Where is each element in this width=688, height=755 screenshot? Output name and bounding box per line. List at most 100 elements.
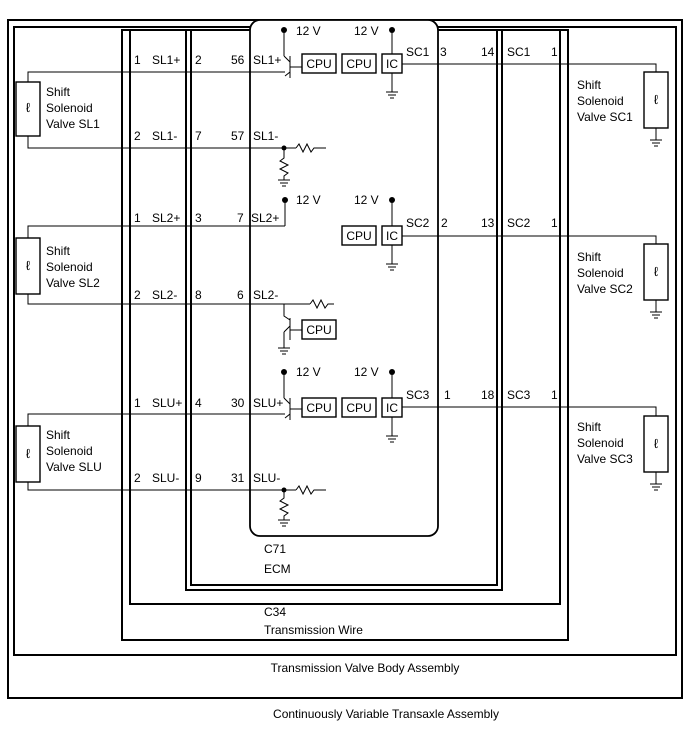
junction-node [281, 145, 287, 151]
sc3-conn: 1 [444, 388, 451, 402]
supply-voltage-label: 12 V [296, 365, 321, 379]
slu-pos-ecm-pin: 30 [231, 396, 245, 410]
pulldown-resistor [278, 148, 290, 187]
junction-node [281, 487, 287, 493]
series-resistor [295, 142, 326, 154]
sl1-pos-wire: SL1+ [152, 53, 180, 67]
sl2-neg-pin: 2 [134, 288, 141, 302]
ecm-sl1-driver: 12 V CPU CPU [278, 24, 377, 187]
wire-sl2-pos [27, 225, 285, 238]
cpu-chip-label: CPU [346, 401, 371, 415]
supply-node [389, 197, 395, 203]
ic-chip-label: IC [386, 401, 398, 415]
solenoid-sl1-name-line3: Valve SL1 [46, 117, 100, 131]
sc2-conn: 2 [441, 216, 448, 230]
sl2-pos-ecm-name: SL2+ [251, 211, 279, 225]
sc2-ecm-pin: 13 [481, 216, 495, 230]
supply-node [281, 369, 287, 375]
solenoid-slu-name-line3: Valve SLU [46, 460, 102, 474]
coil-icon: ℓ [26, 446, 31, 461]
solenoid-sl1-name-line1: Shift [46, 85, 71, 99]
slu-pos-wire: SLU+ [152, 396, 182, 410]
coil-icon: ℓ [654, 264, 659, 279]
solenoid-sl2-body [15, 237, 41, 295]
solenoid-slu-name-line1: Shift [46, 428, 71, 442]
sc1-conn: 3 [440, 45, 447, 59]
ground-icon [650, 472, 662, 491]
sc1-pin: 1 [551, 45, 558, 59]
solenoid-sl2-name-line1: Shift [46, 244, 71, 258]
wire-slu-pos [27, 413, 285, 426]
cpu-chip [341, 225, 377, 246]
transistor-icon [283, 304, 302, 340]
left-solenoid-slu: ℓ Shift Solenoid Valve SLU 1 SLU+ 4 30 S… [15, 396, 296, 491]
cpu-chip-label: CPU [306, 401, 331, 415]
sc3-pin: 1 [551, 388, 558, 402]
slu-pos-pin: 1 [134, 396, 141, 410]
supply-voltage-label: 12 V [296, 193, 321, 207]
coil-icon: ℓ [26, 258, 31, 273]
slu-neg-wire: SLU- [152, 471, 179, 485]
wire-sl2-neg [27, 294, 310, 305]
sl1-pos-ecm-name: SL1+ [253, 53, 281, 67]
cpu-chip-label: CPU [306, 57, 331, 71]
ground-icon [278, 332, 290, 355]
transaxle-assembly-label: Continuously Variable Transaxle Assembly [273, 707, 499, 721]
solenoid-sl2-name-line3: Valve SL2 [46, 276, 100, 290]
ecm-sc1-output: 12 V IC [354, 24, 403, 99]
transistor-icon [283, 397, 302, 420]
ground-icon [386, 245, 398, 271]
coil-icon: ℓ [26, 100, 31, 115]
transmission-wire-code: C34 [264, 605, 286, 619]
ecm-sl2-supply: 12 V [282, 193, 321, 226]
valve-body-assembly-label: Transmission Valve Body Assembly [271, 661, 460, 675]
transistor-icon [283, 55, 302, 78]
sl2-pos-ecm-pin: 7 [237, 211, 244, 225]
left-solenoid-sl2: ℓ Shift Solenoid Valve SL2 1 SL2+ 3 7 SL… [15, 211, 310, 305]
sl2-neg-ecm-name: SL2- [253, 288, 278, 302]
cpu-chip-label: CPU [346, 57, 371, 71]
supply-voltage-label: 12 V [354, 193, 379, 207]
cpu-chip-label: CPU [306, 323, 331, 337]
supply-voltage-label: 12 V [296, 24, 321, 38]
ic-chip-label: IC [386, 229, 398, 243]
solenoid-sl2-name-line2: Solenoid [46, 260, 93, 274]
supply-node [282, 197, 288, 203]
wire-sl1-neg [27, 136, 296, 149]
solenoid-sc3-name-line2: Solenoid [577, 436, 624, 450]
ground-icon [650, 300, 662, 319]
sl1-neg-conn: 7 [195, 129, 202, 143]
supply-node [389, 27, 395, 33]
slu-neg-ecm-name: SLU- [253, 471, 280, 485]
cpu-chip [301, 397, 337, 418]
connector-c34-frame [129, 29, 561, 605]
cpu-chip [341, 397, 377, 418]
pulldown-resistor [278, 490, 290, 527]
ground-icon [386, 417, 398, 443]
right-solenoid-sc3: SC3 1 18 SC3 1 ℓ Shift Solenoid Valve SC… [402, 388, 669, 491]
ecm-connector-code: C71 [264, 542, 286, 556]
sc2-ecm-name: SC2 [406, 216, 430, 230]
ecm-sc3-output: 12 V IC [354, 365, 403, 443]
sc3-ecm-pin: 18 [481, 388, 495, 402]
sl2-neg-wire: SL2- [152, 288, 177, 302]
sl1-pos-pin: 1 [134, 53, 141, 67]
solenoid-sc3-name-line1: Shift [577, 420, 602, 434]
slu-neg-conn: 9 [195, 471, 202, 485]
supply-voltage-label: 12 V [354, 24, 379, 38]
sc1-ecm-name: SC1 [406, 45, 430, 59]
solenoid-sc2-name-line3: Valve SC2 [577, 282, 633, 296]
ecm-slu-driver: 12 V CPU CPU [278, 365, 377, 527]
solenoid-sc3-name-line3: Valve SC3 [577, 452, 633, 466]
transmission-wire-label: Transmission Wire [264, 623, 363, 637]
series-resistor [309, 298, 334, 310]
sl1-neg-ecm-name: SL1- [253, 129, 278, 143]
solenoid-sc2-name-line1: Shift [577, 250, 602, 264]
coil-icon: ℓ [654, 436, 659, 451]
slu-neg-pin: 2 [134, 471, 141, 485]
sc2-pin: 1 [551, 216, 558, 230]
sc2-wire: SC2 [507, 216, 531, 230]
wire-sc1 [402, 63, 657, 72]
left-solenoid-sl1: ℓ Shift Solenoid Valve SL1 1 SL1+ 2 56 S… [15, 53, 296, 149]
